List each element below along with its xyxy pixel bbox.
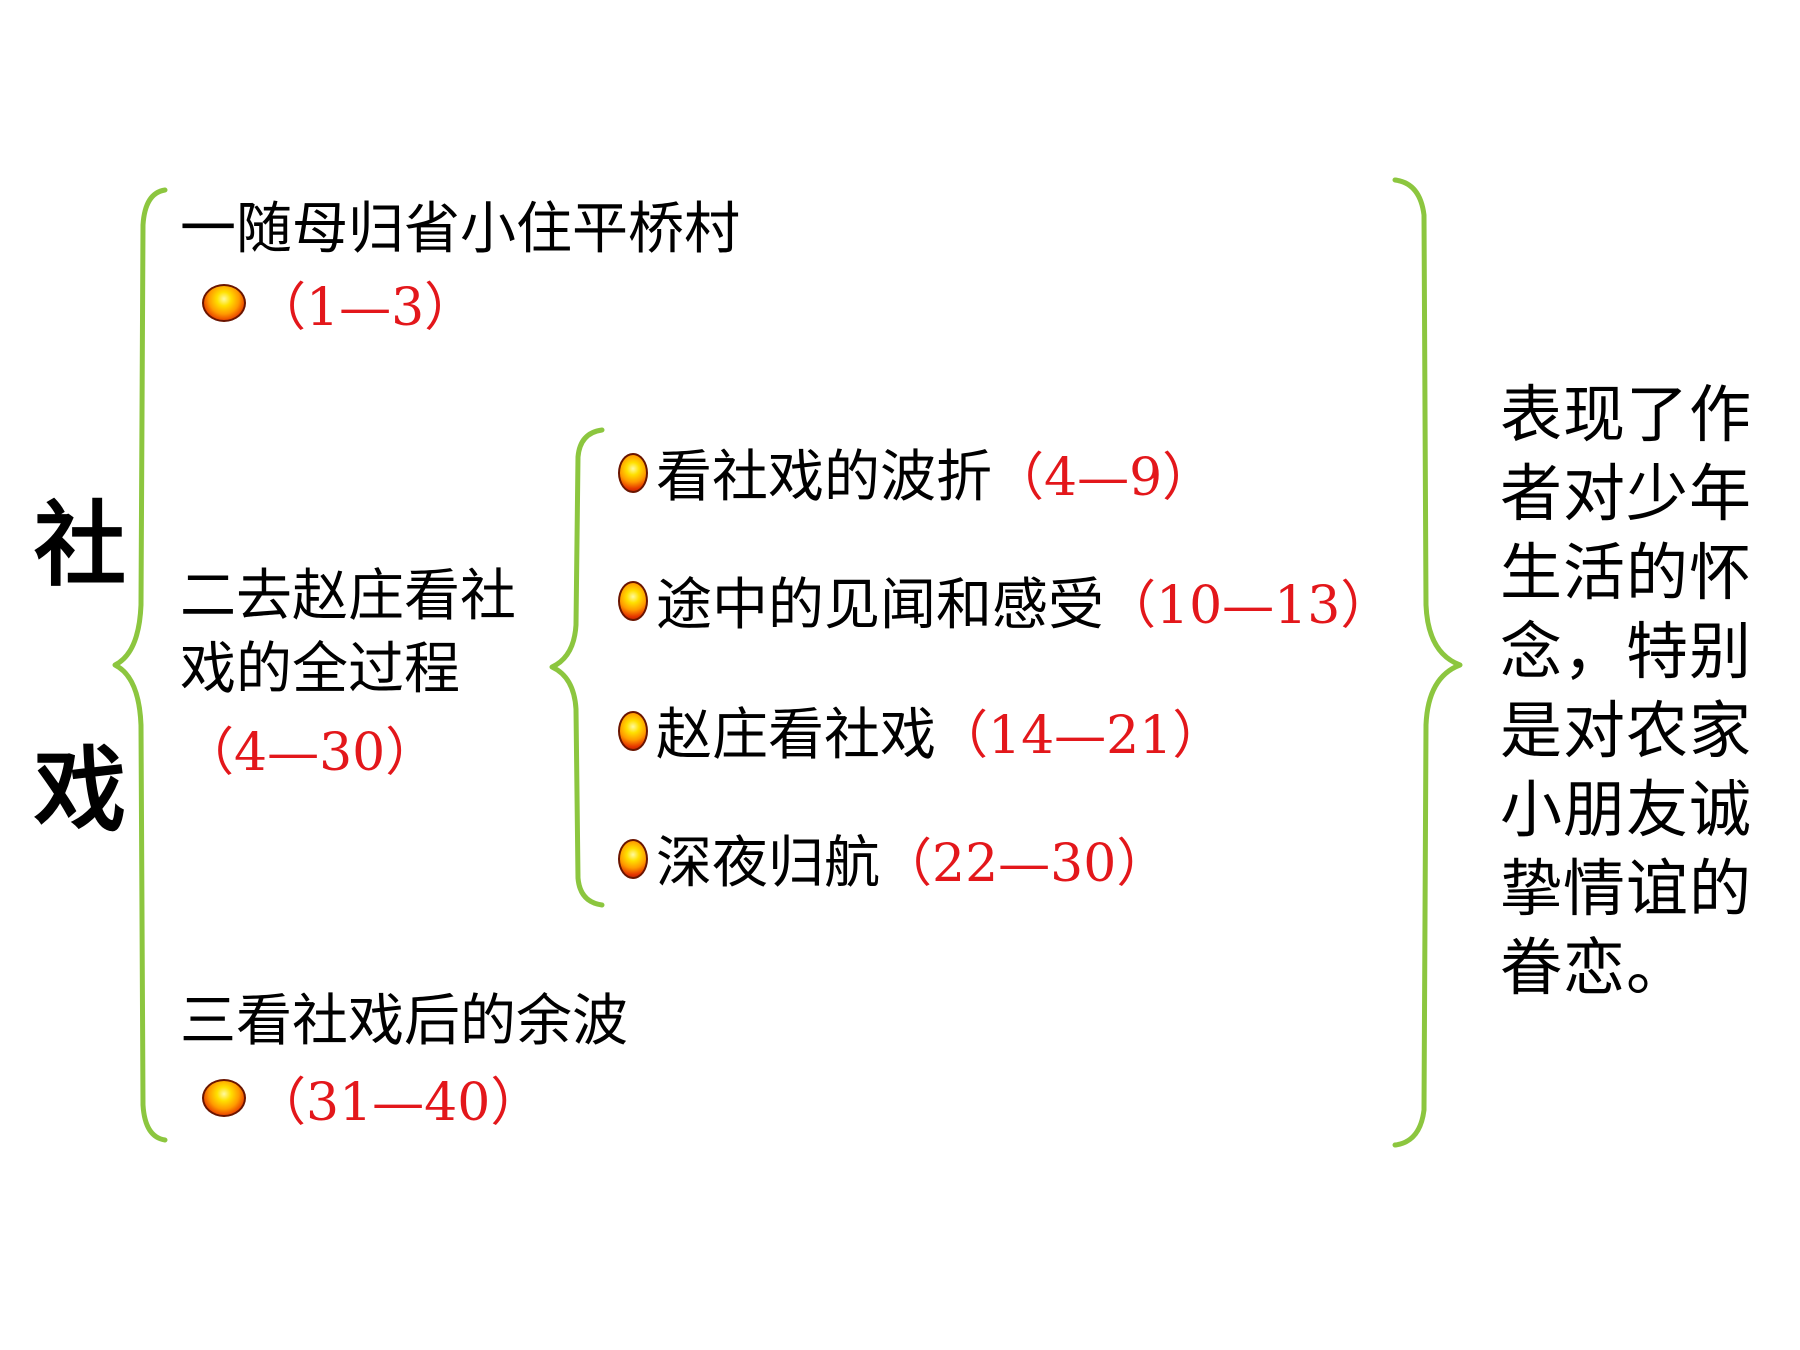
subitem-1-range: （4—9）	[992, 448, 1215, 508]
subitem-4-text: 深夜归航	[656, 831, 880, 896]
main-title-char-1: 社	[33, 492, 126, 599]
summary-text: 表现了作者对少年生活的怀念，特别是对农家小朋友诚挚情谊的眷恋。	[1500, 378, 1753, 1004]
section-2-label: 二去赵庄看社 戏的全过程	[180, 560, 516, 706]
orange-ball-bullet-icon	[202, 1078, 246, 1117]
orange-ball-bullet-icon	[618, 710, 648, 751]
section-3-label: 三看社戏后的余波	[180, 989, 628, 1054]
subitem-2: 途中的见闻和感受 （10—13）	[618, 560, 1392, 641]
left-main-brace	[112, 187, 168, 1143]
section-1-range: （1—3）	[254, 278, 477, 338]
subitem-4-range: （22—30）	[880, 834, 1169, 894]
section-2-label-line-2: 戏的全过程	[180, 637, 460, 702]
orange-ball-bullet-icon	[618, 580, 648, 621]
orange-ball-bullet-icon	[202, 283, 246, 322]
subitem-3-range: （14—21）	[936, 706, 1225, 766]
subitem-4: 深夜归航 （22—30）	[618, 818, 1168, 899]
section-3-range: （31—40）	[254, 1073, 543, 1133]
section-1-label: 一随母归省小住平桥村	[180, 197, 740, 262]
section-2-range: （4—30）	[182, 723, 438, 783]
orange-ball-bullet-icon	[618, 452, 648, 493]
subitem-1: 看社戏的波折 （4—9）	[618, 432, 1214, 513]
orange-ball-bullet-icon	[618, 838, 648, 879]
right-main-brace	[1392, 177, 1463, 1148]
subitem-2-text: 途中的见闻和感受	[656, 573, 1104, 638]
subitem-1-text: 看社戏的波折	[656, 445, 992, 510]
inner-brace	[549, 427, 605, 908]
main-title-char-2: 戏	[33, 737, 126, 844]
subitem-2-range: （10—13）	[1104, 576, 1393, 636]
subitem-3-text: 赵庄看社戏	[656, 703, 936, 768]
section-2-label-line-1: 二去赵庄看社	[180, 564, 516, 629]
section-1-range-row: （1—3）	[202, 265, 476, 340]
section-3-range-row: （31—40）	[202, 1060, 542, 1135]
subitem-3: 赵庄看社戏 （14—21）	[618, 690, 1224, 771]
